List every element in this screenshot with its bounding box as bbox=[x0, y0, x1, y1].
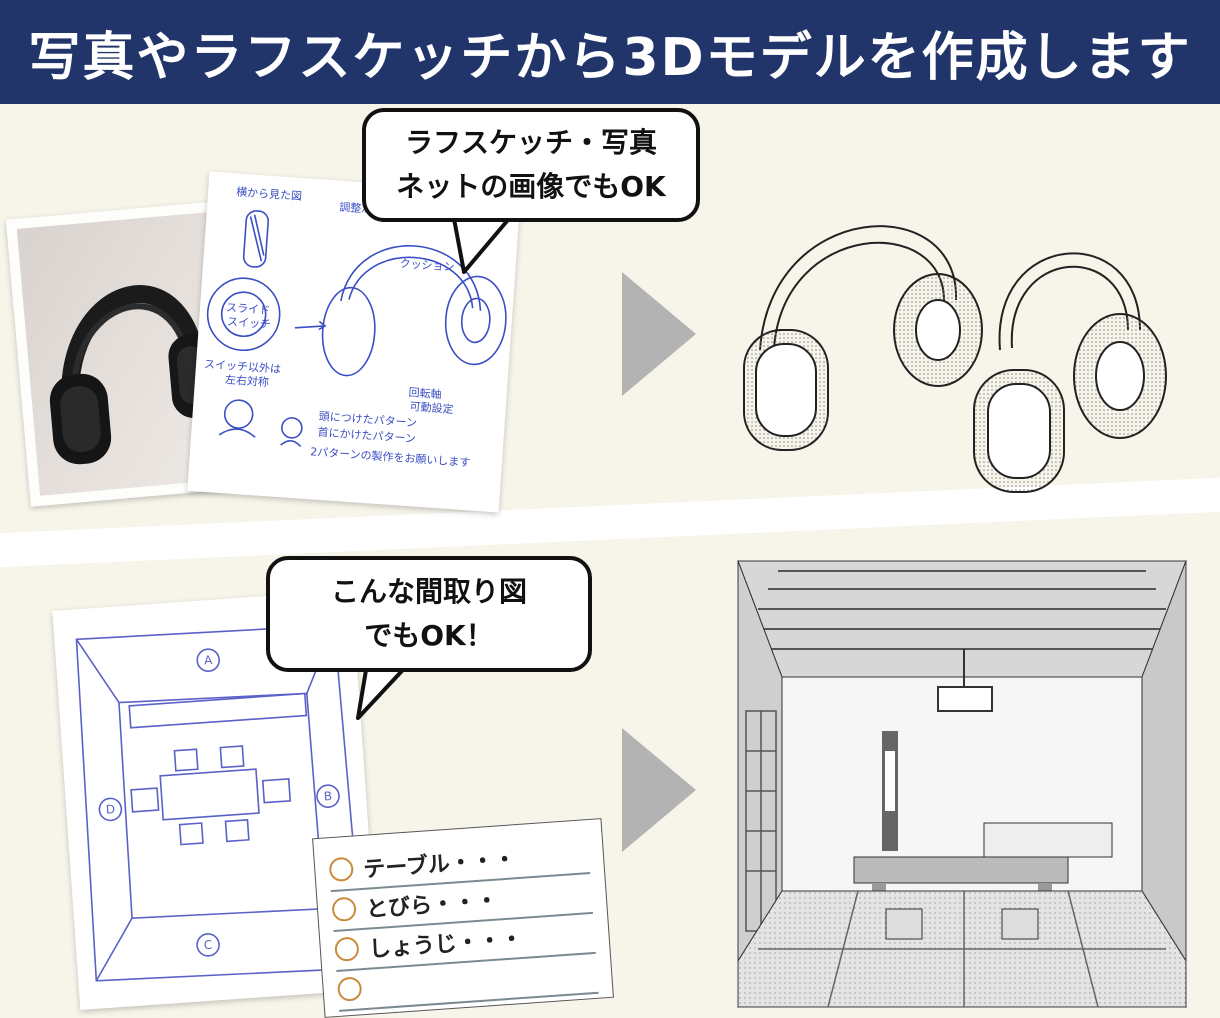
japanese-room-3d-render bbox=[737, 560, 1187, 1008]
sketch-note-switch-1: スイッチ以外は bbox=[204, 358, 282, 376]
sketch-note-pattern-2: 首にかけたパターン bbox=[317, 425, 416, 446]
checkbox-circle-icon bbox=[328, 856, 355, 883]
room-render-image bbox=[738, 561, 1186, 1007]
arrow-right-icon bbox=[622, 272, 696, 396]
checkbox-circle-icon bbox=[331, 896, 357, 923]
checklist-item-label: しょうじ・・・ bbox=[368, 926, 524, 963]
sketch-note-slide-2: スイッチ bbox=[227, 315, 272, 331]
bubble-bottom-line1: こんな間取り図 bbox=[330, 575, 527, 608]
floorplan-label-b: B bbox=[323, 789, 332, 804]
checklist-item-label: とびら・・・ bbox=[365, 888, 499, 923]
checklist-item-label: テーブル・・・ bbox=[362, 847, 517, 883]
banner-title: 写真やラフスケッチから3Dモデルを作成します bbox=[28, 27, 1192, 88]
title-banner: 写真やラフスケッチから3Dモデルを作成します bbox=[0, 0, 1220, 104]
sketch-note-switch-2: 左右対称 bbox=[225, 372, 270, 389]
bubble-bottom-line2: でもOK！ bbox=[364, 619, 494, 652]
floorplan-label-a: A bbox=[204, 653, 214, 668]
checklist-note: テーブル・・・ とびら・・・ しょうじ・・・ bbox=[312, 818, 614, 1018]
checkbox-circle-icon bbox=[336, 976, 363, 1002]
floorplan-label-d: D bbox=[105, 802, 115, 817]
bubble-top-line2: ネットの画像でもOK bbox=[396, 170, 666, 203]
sketch-note-slide-1: スライド bbox=[226, 301, 271, 317]
bubble-top-line1: ラフスケッチ・写真 bbox=[404, 126, 657, 159]
sketch-note-pattern-3: 2パターンの製作をお願いします bbox=[310, 444, 471, 469]
arrow-right-icon bbox=[622, 728, 696, 852]
checkbox-circle-icon bbox=[334, 936, 360, 962]
sketch-note-rotate-2: 可動設定 bbox=[409, 399, 454, 416]
sketch-note-cushion: クッション bbox=[399, 257, 455, 274]
sketch-note-rotate-1: 回転軸 bbox=[408, 385, 442, 401]
speech-bubble-top: ラフスケッチ・写真 ネットの画像でもOK bbox=[362, 108, 700, 222]
headphone-3d-render bbox=[743, 225, 1167, 493]
sketch-drawing: 横から見た図 調整ｽﾗｲﾀﾞｰ クッション スライド スイッチ スイッチ以外は … bbox=[204, 184, 507, 469]
sketch-note-side-view: 横から見た図 bbox=[236, 184, 303, 203]
floorplan-label-c: C bbox=[203, 938, 212, 953]
headphone-rough-sketch: 横から見た図 調整ｽﾗｲﾀﾞｰ クッション スライド スイッチ スイッチ以外は … bbox=[187, 171, 521, 513]
speech-bubble-bottom: こんな間取り図 でもOK！ bbox=[266, 556, 592, 672]
